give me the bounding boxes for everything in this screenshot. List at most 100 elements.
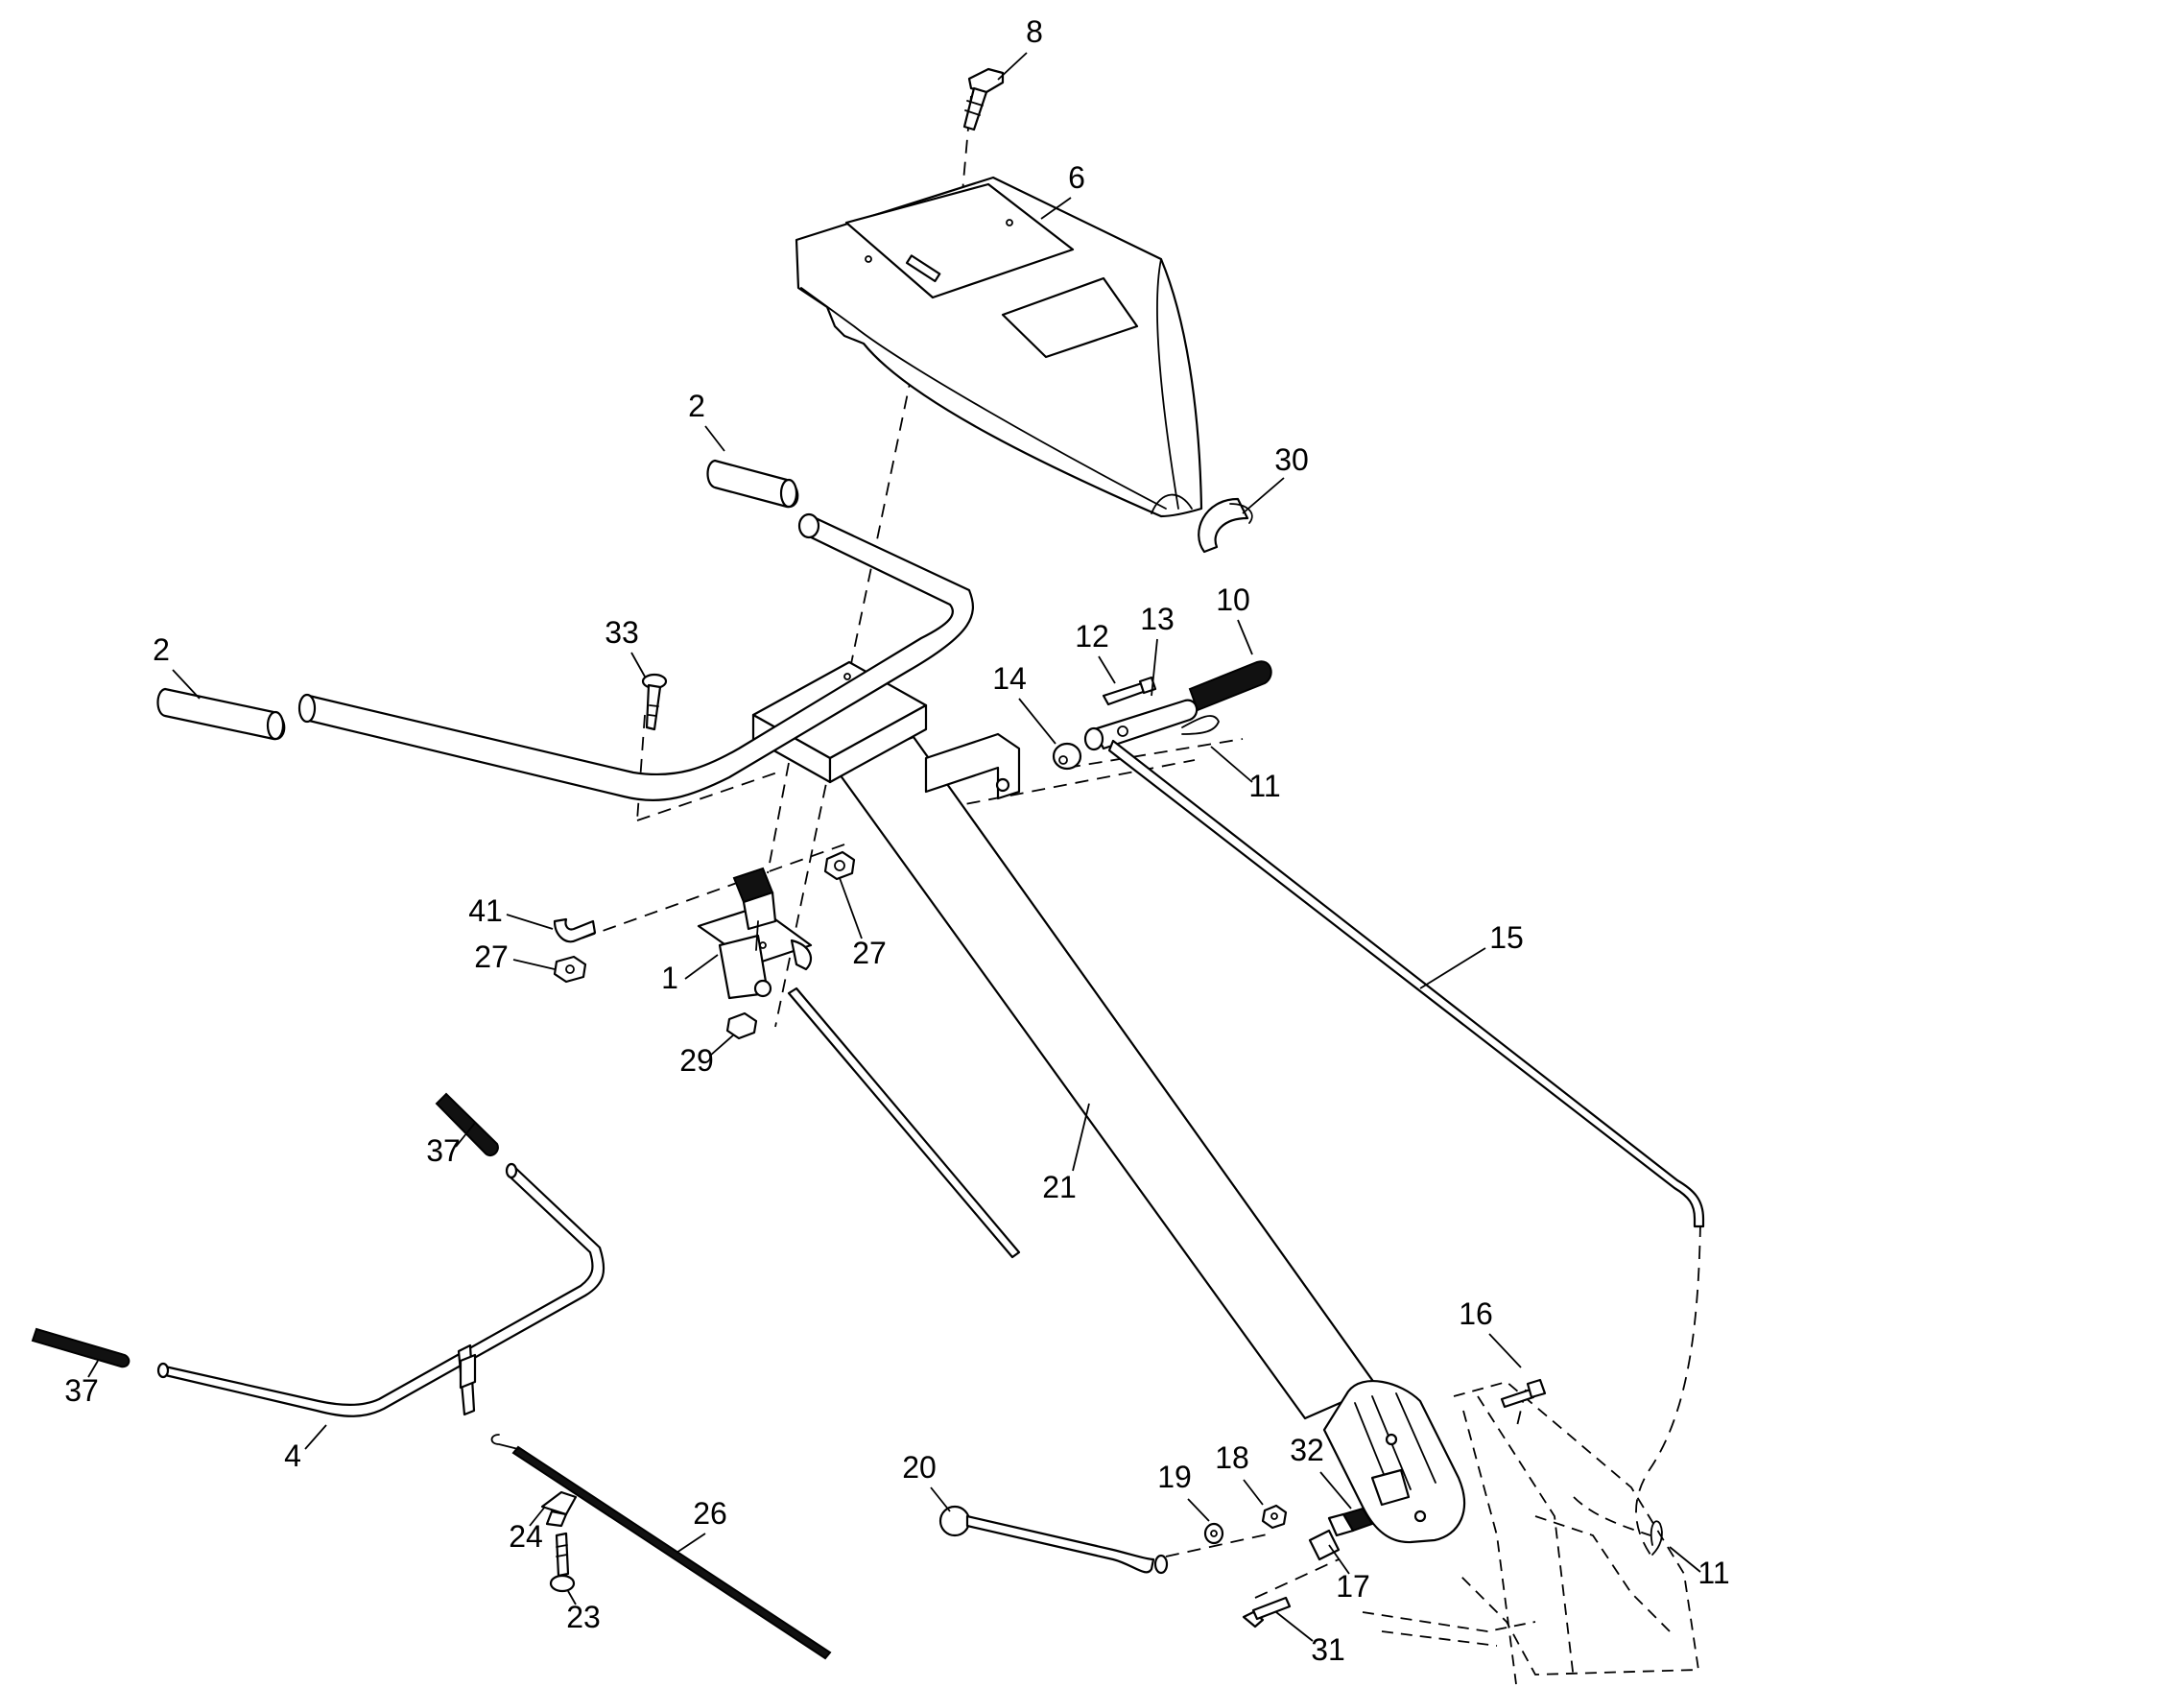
leader-line-c27b [839,877,863,939]
assembly-guide-lines [575,95,1701,1599]
callout-c4: 4 [284,1438,301,1473]
leader-line-c8 [997,52,1028,81]
leader-line-c13 [1151,638,1158,697]
callout-c1: 1 [661,961,678,995]
callout-c6: 6 [1068,160,1085,195]
callout-c31: 31 [1311,1632,1345,1667]
leader-line-c23 [567,1590,577,1605]
leader-line-c41 [506,914,554,930]
black-grip-part-37-lower [31,1327,131,1368]
callout-c16: 16 [1459,1296,1493,1331]
leader-line-c20 [930,1486,951,1512]
leader-line-c30 [1242,477,1285,514]
screw-part-8 [962,67,1005,131]
callout-c37a: 37 [426,1133,461,1168]
callout-c2b: 2 [153,632,170,667]
callout-c21: 21 [1042,1170,1077,1204]
leader-line-c37a [455,1122,476,1148]
hairpin-part-11-lower [1650,1520,1663,1556]
leader-line-c31 [1275,1611,1314,1642]
leader-line-c29 [709,1034,735,1057]
clip-part-30 [1198,497,1253,554]
bolt-part-16 [1500,1378,1547,1409]
leader-line-c37b [87,1360,99,1378]
leader-line-c11b [1669,1546,1701,1573]
grip-part-2-left [156,687,286,741]
black-grip-part-37-upper [435,1092,499,1157]
grip-part-2-upper [706,459,799,509]
callout-c30: 30 [1274,442,1309,477]
callout-c2a: 2 [688,389,705,423]
leader-line-c32 [1319,1471,1352,1510]
cable-clip-part-24 [540,1490,578,1528]
block-part-17 [1308,1529,1341,1561]
leader-line-c24 [529,1506,546,1527]
bolt-part-31 [1242,1596,1292,1629]
callout-c19: 19 [1157,1460,1192,1494]
callout-c20: 20 [902,1450,937,1485]
callout-c29: 29 [679,1043,714,1078]
pivot-pin-part-13 [1083,699,1199,751]
callout-c41: 41 [468,893,503,928]
leader-line-c6 [1040,197,1072,220]
nut-part-29 [725,1011,758,1040]
callout-c12: 12 [1075,619,1109,654]
callout-c32: 32 [1290,1433,1324,1467]
leader-line-c2b [172,669,201,700]
callout-c8: 8 [1026,14,1043,49]
callout-c18: 18 [1215,1440,1249,1475]
callout-c17: 17 [1336,1569,1370,1604]
black-grip-part-10 [1188,660,1272,712]
nut-part-18 [1261,1504,1288,1530]
leader-line-c15 [1419,947,1486,989]
callout-c23: 23 [566,1600,601,1634]
lower-handlebar-part-4 [156,1162,605,1417]
cable-part-26 [490,1434,832,1660]
callout-c15: 15 [1489,920,1524,955]
leader-line-c19 [1187,1498,1210,1522]
leader-line-c14 [1018,698,1056,745]
leader-line-c17 [1328,1544,1350,1575]
hairpin-part-11-upper [1181,715,1220,735]
block-part-32 [1327,1507,1374,1537]
throttle-rod [787,987,1021,1259]
leader-line-c2a [704,425,725,452]
nut-part-27-left [553,955,587,984]
carriage-bolt-part-33 [641,673,668,731]
bolt-part-12 [1102,676,1157,706]
callout-c24: 24 [509,1519,543,1554]
callout-c33: 33 [605,615,639,650]
callout-c10: 10 [1216,582,1250,617]
console-cover-part-6 [795,176,1203,518]
callout-c11b: 11 [1697,1556,1729,1590]
callout-c14: 14 [992,661,1027,696]
callout-c27b: 27 [852,936,887,970]
handlebar-tube [297,512,975,802]
leader-line-c10 [1237,619,1253,655]
callout-c27a: 27 [474,939,509,974]
lever-bracket-part-1 [697,867,813,1000]
screw-part-23 [549,1532,576,1593]
leader-line-c26 [676,1533,706,1554]
spacer-part-14 [1052,742,1082,771]
callout-labels: 8 6 2 30 10 13 12 33 2 14 11 15 41 27 27 1 29 37 21 16 37 20 4… [64,14,1729,1667]
leader-line-c18 [1243,1479,1264,1506]
washer-part-19 [1203,1522,1224,1545]
callout-c11a: 11 [1248,769,1280,803]
nut-part-27-right [823,850,856,881]
control-rod-part-15 [1107,739,1705,1228]
callout-c13: 13 [1140,602,1175,636]
leader-line-c12 [1098,655,1116,684]
clamp-part-41 [553,917,597,943]
leader-line-c33 [630,652,646,678]
leader-line-c21 [1072,1103,1090,1172]
callout-c26: 26 [693,1496,727,1531]
leader-line-c27a [512,959,556,970]
callout-c37b: 37 [64,1373,99,1408]
leader-line-c11a [1210,746,1253,783]
shift-lever-part-20 [938,1505,1169,1575]
leader-line-c1 [684,954,719,980]
leader-line-c4 [304,1424,327,1450]
leader-line-c16 [1488,1333,1522,1368]
